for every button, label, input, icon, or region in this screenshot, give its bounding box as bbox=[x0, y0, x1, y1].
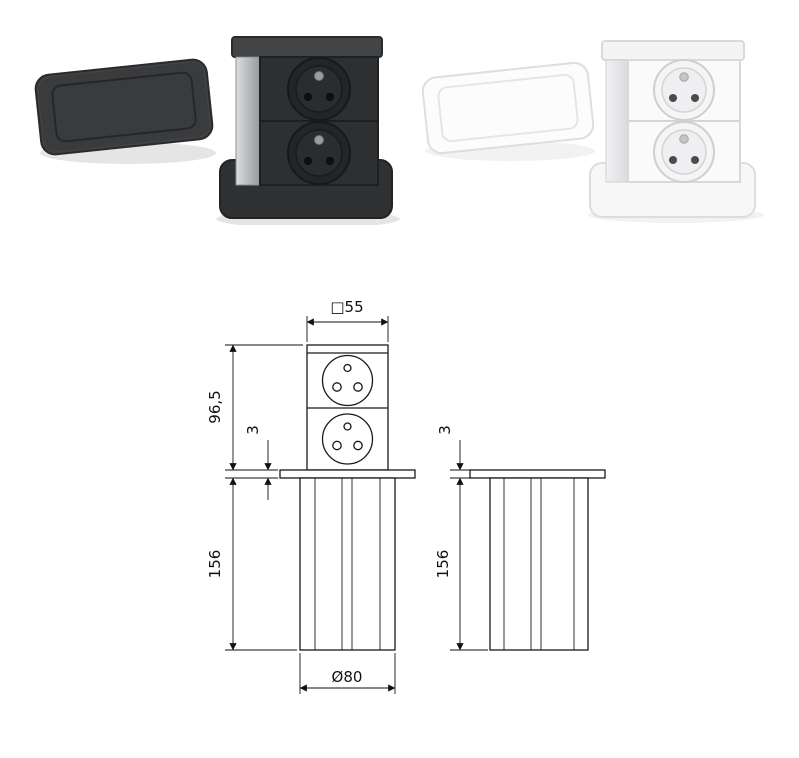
retracted-view-dimensions bbox=[450, 440, 488, 651]
socket-outlet-top bbox=[287, 57, 351, 121]
dimension-label-plate-thickness-right: 3 bbox=[436, 425, 454, 435]
socket-outlet-top bbox=[653, 59, 715, 121]
socket-outlet-bottom bbox=[653, 121, 715, 183]
black-tower-aluminum-side bbox=[235, 56, 261, 186]
dimension-plate-thickness-left bbox=[258, 440, 278, 500]
white-tower-cap bbox=[601, 40, 745, 61]
dimension-width-55 bbox=[306, 316, 389, 342]
extended-view bbox=[279, 344, 416, 651]
tube-body-outline bbox=[489, 477, 589, 651]
earth-pin bbox=[679, 134, 689, 144]
tube-profile-lines bbox=[503, 478, 575, 650]
socket-symbol-top bbox=[321, 354, 374, 407]
dimension-label-width: □55 bbox=[330, 298, 363, 316]
socket-outlet-bottom bbox=[287, 121, 351, 185]
socket-symbol-bottom bbox=[321, 413, 374, 465]
dimension-plate-thickness-right bbox=[450, 440, 472, 479]
white-popup-socket-photo bbox=[421, 40, 764, 223]
earth-pin bbox=[314, 71, 324, 81]
dimension-label-plate-thickness-left: 3 bbox=[244, 425, 262, 435]
white-cover-plate bbox=[421, 61, 595, 155]
dimension-label-socket-height: 96,5 bbox=[206, 390, 224, 423]
earth-pin bbox=[314, 135, 324, 145]
plate-lid-groove bbox=[437, 73, 579, 143]
extended-view-dimensions bbox=[225, 316, 396, 694]
socket-holes bbox=[303, 156, 335, 166]
dimension-tube-height-right bbox=[450, 477, 488, 651]
white-tower-front bbox=[627, 59, 741, 183]
tube-profile-lines bbox=[314, 478, 381, 650]
cover-plate-section bbox=[469, 469, 606, 479]
earth-pin bbox=[679, 72, 689, 82]
technical-drawing: □55 96,5 3 156 Ø80 bbox=[206, 298, 606, 694]
dimension-label-tube-height-right: 156 bbox=[434, 550, 452, 579]
black-tower-front bbox=[259, 56, 379, 186]
cover-plate-section bbox=[279, 469, 416, 479]
plate-lid-groove bbox=[51, 71, 197, 143]
dimension-tube-height-left bbox=[225, 477, 297, 651]
dimension-label-tube-height-left: 156 bbox=[206, 550, 224, 579]
dimension-label-diameter: Ø80 bbox=[332, 668, 363, 686]
tube-body-outline bbox=[299, 477, 396, 651]
black-cover-plate bbox=[34, 58, 214, 156]
black-popup-socket-photo bbox=[34, 36, 400, 225]
black-tower-cap bbox=[231, 36, 383, 58]
socket-holes bbox=[303, 92, 335, 102]
socket-holes bbox=[669, 156, 699, 164]
socket-holes bbox=[669, 94, 699, 102]
white-tower-aluminum-side bbox=[605, 59, 629, 183]
dimension-diameter-80 bbox=[299, 653, 396, 694]
dimension-socket-height bbox=[225, 344, 303, 471]
retracted-view bbox=[469, 469, 606, 651]
